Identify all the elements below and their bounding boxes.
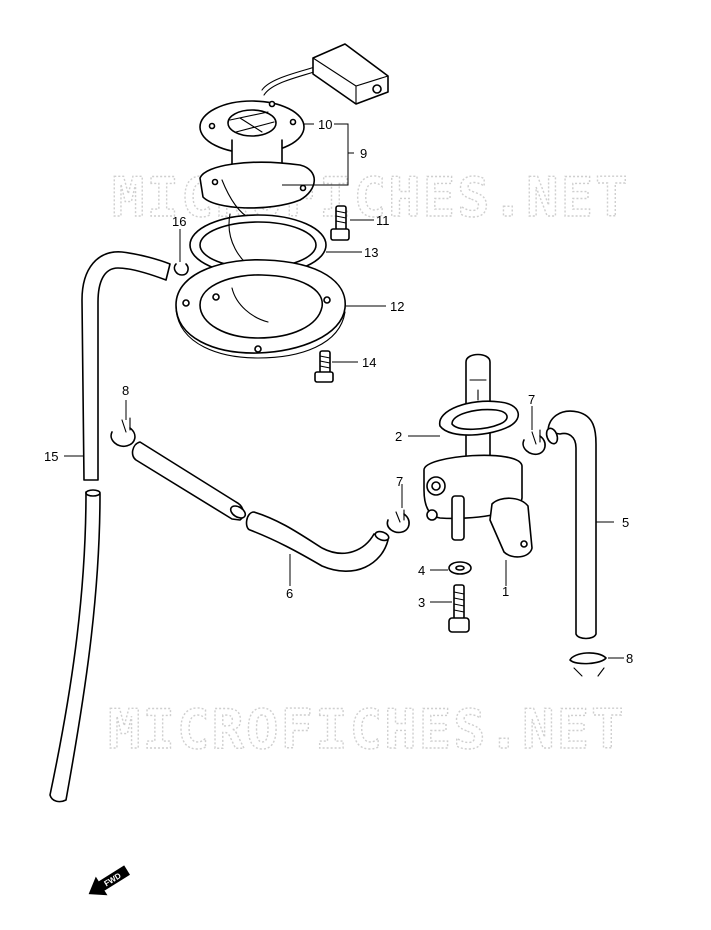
callout-11: 11 xyxy=(376,213,390,228)
callout-8-right: 8 xyxy=(626,651,633,666)
hose-15 xyxy=(49,251,171,803)
clip-8-left xyxy=(110,417,136,448)
callout-1: 1 xyxy=(502,584,509,599)
clip-8-right xyxy=(569,652,607,677)
callout-12: 12 xyxy=(390,299,404,314)
o-ring-2 xyxy=(439,400,520,436)
callout-5: 5 xyxy=(622,515,629,530)
hose-5 xyxy=(545,410,597,640)
callout-6: 6 xyxy=(286,586,293,601)
leader-lines xyxy=(64,123,624,659)
hose-short-left xyxy=(131,441,247,521)
callout-2: 2 xyxy=(395,429,402,444)
clip-16 xyxy=(173,263,189,276)
callout-10: 10 xyxy=(318,117,332,132)
callout-7-center: 7 xyxy=(396,474,403,489)
callout-7-right: 7 xyxy=(528,392,535,407)
callout-4: 4 xyxy=(418,563,425,578)
callout-16: 16 xyxy=(172,214,186,229)
callout-13: 13 xyxy=(364,245,378,260)
hose-6 xyxy=(245,511,390,572)
clip-7-right xyxy=(522,429,546,456)
fuel-tank-ring-plate xyxy=(175,258,346,359)
bolt-11 xyxy=(330,205,350,241)
fuel-gauge-unit xyxy=(199,43,389,219)
callout-9: 9 xyxy=(360,146,367,161)
fuel-cock xyxy=(423,353,533,558)
callout-3: 3 xyxy=(418,595,425,610)
gasket xyxy=(189,213,327,276)
fwd-arrow-icon: FWD xyxy=(88,865,130,896)
callout-14: 14 xyxy=(362,355,376,370)
clip-7-center xyxy=(386,509,410,534)
callout-8-left: 8 xyxy=(122,383,129,398)
bolt-14 xyxy=(314,350,334,383)
screw-3 xyxy=(448,584,470,633)
watermark-bottom: MICROFICHES.NET xyxy=(108,698,626,761)
callout-15: 15 xyxy=(44,449,58,464)
watermark-top: MICROFICHES.NET xyxy=(112,166,630,229)
washer-4 xyxy=(448,561,472,575)
